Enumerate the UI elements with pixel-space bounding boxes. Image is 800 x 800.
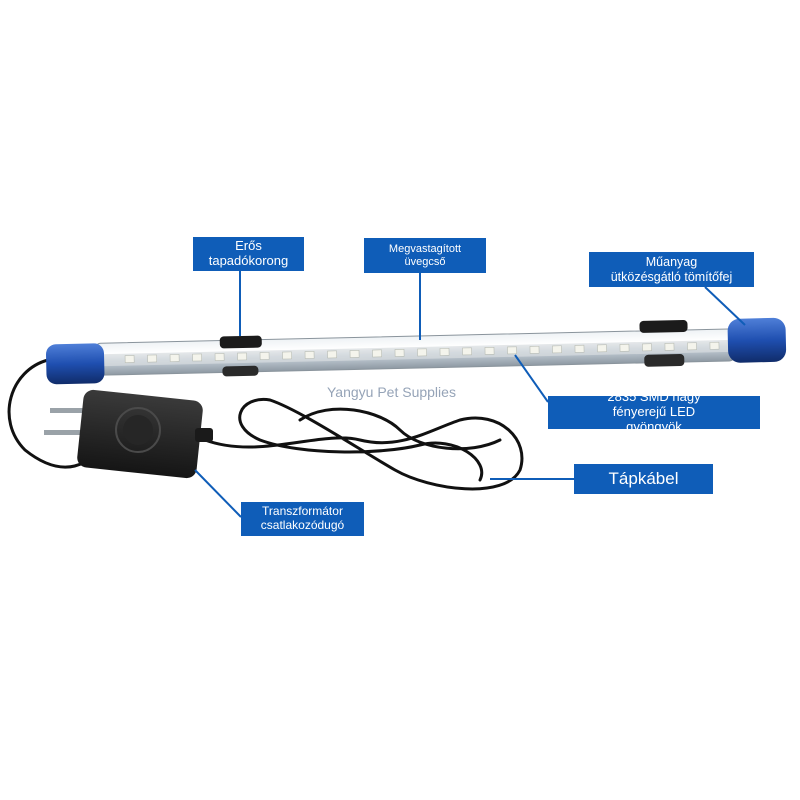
end-cap-left [46, 343, 105, 385]
led-chip [237, 352, 247, 361]
callout-end-cap-text: Műanyag ütközésgátló tömítőfej [610, 255, 733, 284]
suction-cup-left [219, 335, 262, 377]
callout-glass-tube: Megvastagított üvegcső [364, 238, 486, 273]
callout-glass-tube-text: Megvastagított üvegcső [388, 242, 462, 268]
led-chip [304, 351, 315, 359]
callout-power-cable-text: Tápkábel [608, 469, 679, 489]
callout-suction-cup: Erős tapadókorong [193, 237, 304, 271]
power-cable [7, 358, 524, 491]
led-chip [484, 346, 495, 355]
led-chip [349, 350, 360, 358]
suction-cup-right [639, 319, 688, 367]
callout-power-cable: Tápkábel [574, 464, 713, 494]
callout-led-beads-text: 2835 SMD nagy fényerejű LED gyöngyök [607, 389, 701, 434]
led-chip [507, 346, 517, 355]
led-chip [597, 344, 607, 353]
led-chip [192, 353, 202, 362]
callout-led-beads: 2835 SMD nagy fényerejű LED gyöngyök [548, 389, 760, 434]
callout-suction-cup-text: Erős tapadókorong [208, 238, 289, 268]
led-beads [124, 341, 720, 363]
leader-lines [194, 271, 746, 518]
led-chip [169, 354, 180, 362]
led-chip [709, 341, 720, 350]
led-chip [372, 349, 382, 358]
adapter-plug [44, 389, 213, 479]
end-cap-right [727, 317, 787, 363]
led-chip [462, 347, 472, 356]
callout-adapter-plug: Transzformátor csatlakozódugó [241, 502, 364, 536]
led-tube [46, 317, 787, 385]
led-chip [529, 345, 540, 354]
led-chip [147, 354, 158, 363]
led-chip [214, 353, 225, 361]
led-chip [574, 344, 585, 353]
led-chip [619, 343, 630, 352]
callout-end-cap: Műanyag ütközésgátló tömítőfej [589, 252, 754, 287]
led-chip [439, 347, 450, 356]
led-chip [417, 348, 427, 357]
led-chip [552, 345, 562, 354]
watermark: Yangyu Pet Supplies [327, 384, 456, 400]
led-chip [394, 349, 405, 357]
led-chip [664, 342, 675, 351]
led-chip [327, 350, 337, 359]
led-chip [124, 355, 135, 363]
callout-adapter-plug-text: Transzformátor csatlakozódugó [260, 504, 345, 532]
led-chip [642, 343, 652, 352]
led-chip [282, 351, 292, 360]
led-chip [687, 342, 697, 351]
led-chip [259, 352, 270, 360]
